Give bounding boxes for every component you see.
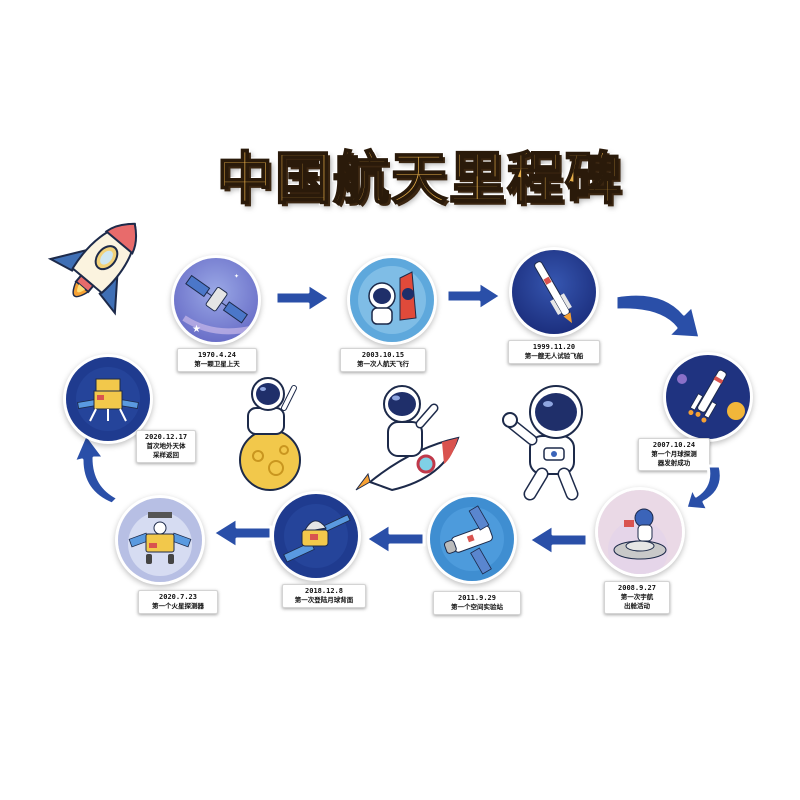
milestone-6-desc: 第一个空间实验站: [451, 603, 503, 611]
milestone-1-satellite-icon: ★ ✦: [174, 258, 258, 342]
arrow-left-icon: [364, 522, 426, 556]
milestone-3-rocket-icon: [512, 250, 596, 334]
milestone-7-lunar-probe-icon: [274, 494, 358, 578]
milestone-5-date: 2008.9.27: [618, 584, 656, 592]
milestone-5-desc-line2: 出舱活动: [624, 602, 650, 610]
milestone-9-label: 2020.12.17 首次地外天体 采样返回: [136, 430, 196, 463]
milestone-2-astronaut-icon: [350, 258, 434, 342]
milestone-9-lunar-lander-icon: [66, 357, 150, 441]
astronaut-on-moon-icon: [230, 372, 306, 492]
milestone-5-label: 2008.9.27 第一次宇航 出舱活动: [604, 581, 670, 614]
milestone-6-space-station-icon: [430, 497, 514, 581]
milestone-6-label: 2011.9.29 第一个空间实验站: [433, 591, 521, 615]
milestone-5-desc-line1: 第一次宇航: [620, 593, 654, 601]
milestone-9-date: 2020.12.17: [144, 433, 188, 441]
milestone-2-date: 2003.10.15: [361, 351, 405, 359]
arrow-curved-down-left-icon: [684, 464, 728, 516]
arrow-left-icon: [527, 523, 589, 557]
milestone-7-desc: 第一次登陆月球背面: [294, 596, 354, 604]
arrow-curved-down-icon: [612, 282, 710, 344]
milestone-1-label: 1970.4.24 第一颗卫星上天: [177, 348, 257, 372]
milestone-4-desc-line1: 第一个月球探测: [651, 450, 697, 458]
milestone-7-label: 2018.12.8 第一次登陆月球背面: [282, 584, 366, 608]
milestone-8-desc: 第一个火星探测器: [152, 602, 204, 610]
milestone-2-desc: 第一次人航天飞行: [357, 360, 409, 368]
milestone-8-date: 2020.7.23: [159, 593, 197, 601]
rocket-sticker-icon: [42, 208, 162, 318]
arrow-left-icon: [211, 516, 273, 550]
milestone-4-date: 2007.10.24: [652, 441, 696, 449]
milestone-9-desc-line1: 首次地外天体: [146, 442, 186, 450]
milestone-3-label: 1999.11.20 第一艘无人试验飞船: [508, 340, 600, 364]
milestone-7-date: 2018.12.8: [305, 587, 343, 595]
milestone-2-label: 2003.10.15 第一次人航天飞行: [340, 348, 426, 372]
astronaut-waving-icon: [500, 378, 596, 502]
milestone-9-desc-line2: 采样返回: [153, 451, 179, 459]
svg-text:✦: ✦: [234, 273, 239, 280]
arrow-curved-up-icon: [72, 432, 124, 506]
milestone-3-desc: 第一艘无人试验飞船: [524, 352, 584, 360]
astronaut-on-rocket-icon: [352, 378, 468, 498]
svg-text:★: ★: [192, 324, 201, 335]
milestone-4-lunar-rocket-icon: [666, 355, 750, 439]
milestone-1-date: 1970.4.24: [198, 351, 236, 359]
milestone-6-date: 2011.9.29: [458, 594, 496, 602]
arrow-right-icon: [445, 280, 503, 312]
milestone-8-mars-rover-icon: [118, 498, 202, 582]
milestone-5-spacewalk-icon: [598, 490, 682, 574]
milestone-8-label: 2020.7.23 第一个火星探测器: [138, 590, 218, 614]
milestone-1-desc: 第一颗卫星上天: [194, 360, 240, 368]
page-title: 中国航天里程碑: [160, 132, 680, 216]
milestone-4-label: 2007.10.24 第一个月球探测 器发射成功: [638, 438, 710, 471]
milestone-3-date: 1999.11.20: [532, 343, 576, 351]
arrow-right-icon: [274, 282, 332, 314]
title-text: 中国航天里程碑: [216, 146, 623, 213]
milestone-4-desc-line2: 器发射成功: [657, 459, 691, 467]
